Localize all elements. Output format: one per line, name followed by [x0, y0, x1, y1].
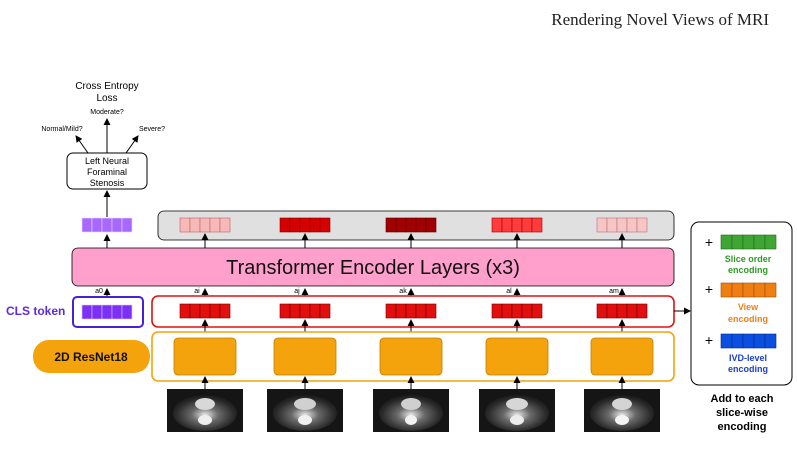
- loss-title-line1: Cross Entropy: [75, 81, 138, 92]
- token-label-aj: aj: [294, 288, 300, 295]
- ivd-label-line2: encoding: [728, 364, 768, 374]
- slice-output-vector: [279, 217, 331, 233]
- class-normal-mild-label: Normal/Mild?: [41, 126, 82, 133]
- cls-output-vector: [81, 217, 133, 233]
- slice-order-label-line2: encoding: [728, 265, 768, 275]
- add-note-line2: slice-wise: [716, 407, 768, 419]
- slice-token-vector: [596, 303, 648, 319]
- token-label-ai: ai: [194, 288, 200, 295]
- ivd-label-line1: IVD-level: [729, 353, 767, 363]
- slice-output-vector: [596, 217, 648, 233]
- slice-token-vector: [385, 303, 437, 319]
- slice-token-vector: [179, 303, 231, 319]
- cls-token-label: CLS token: [6, 304, 65, 318]
- ivd-encoding-vector: [720, 333, 777, 349]
- head-line2: Foraminal: [87, 167, 127, 177]
- class-severe-label: Severe?: [139, 126, 165, 133]
- resnet-label-pill: [33, 340, 150, 373]
- mri-slice-image: [167, 389, 243, 432]
- slice-output-vector: [491, 217, 543, 233]
- slice-order-label-line1: Slice order: [725, 254, 772, 264]
- slice-order-encoding-vector: [720, 234, 777, 250]
- arrow-icon: [75, 135, 89, 154]
- add-note-line3: encoding: [718, 421, 767, 433]
- cnn-block: [590, 337, 654, 376]
- slice-output-vector: [385, 217, 437, 233]
- transformer-encoder-block: [71, 247, 675, 287]
- mri-slice-image: [267, 389, 343, 432]
- plus-icon: +: [705, 281, 713, 297]
- loss-title-line2: Loss: [96, 93, 117, 104]
- token-label-a0: a0: [95, 288, 103, 295]
- token-label-am: am: [609, 288, 619, 295]
- view-encoding-vector: [720, 282, 777, 298]
- transformer-label: Transformer Encoder Layers (x3): [226, 257, 520, 279]
- cnn-block: [485, 337, 549, 376]
- head-line3: Stenosis: [90, 178, 125, 188]
- cnn-block: [173, 337, 237, 376]
- cnn-block: [273, 337, 337, 376]
- stenosis-head-box: [66, 152, 148, 190]
- slice-output-vector: [179, 217, 231, 233]
- view-label-line1: View: [738, 302, 759, 312]
- view-label-line2: encoding: [728, 314, 768, 324]
- mri-slice-image: [479, 389, 555, 432]
- page-header: Rendering Novel Views of MRI: [551, 10, 769, 29]
- mri-slice-image: [584, 389, 660, 432]
- plus-icon: +: [705, 332, 713, 348]
- cls-token-vector: [81, 304, 133, 320]
- slice-token-vector: [279, 303, 331, 319]
- resnet-label: 2D ResNet18: [54, 350, 128, 364]
- token-label-al: al: [506, 288, 512, 295]
- mri-slice-image: [373, 389, 449, 432]
- plus-icon: +: [705, 234, 713, 250]
- arrow-icon: [125, 135, 139, 154]
- head-line1: Left Neural: [85, 156, 129, 166]
- cnn-block: [379, 337, 443, 376]
- slice-token-vector: [491, 303, 543, 319]
- class-moderate-label: Moderate?: [90, 109, 124, 116]
- add-note-line1: Add to each: [711, 393, 774, 405]
- token-label-ak: ak: [399, 288, 407, 295]
